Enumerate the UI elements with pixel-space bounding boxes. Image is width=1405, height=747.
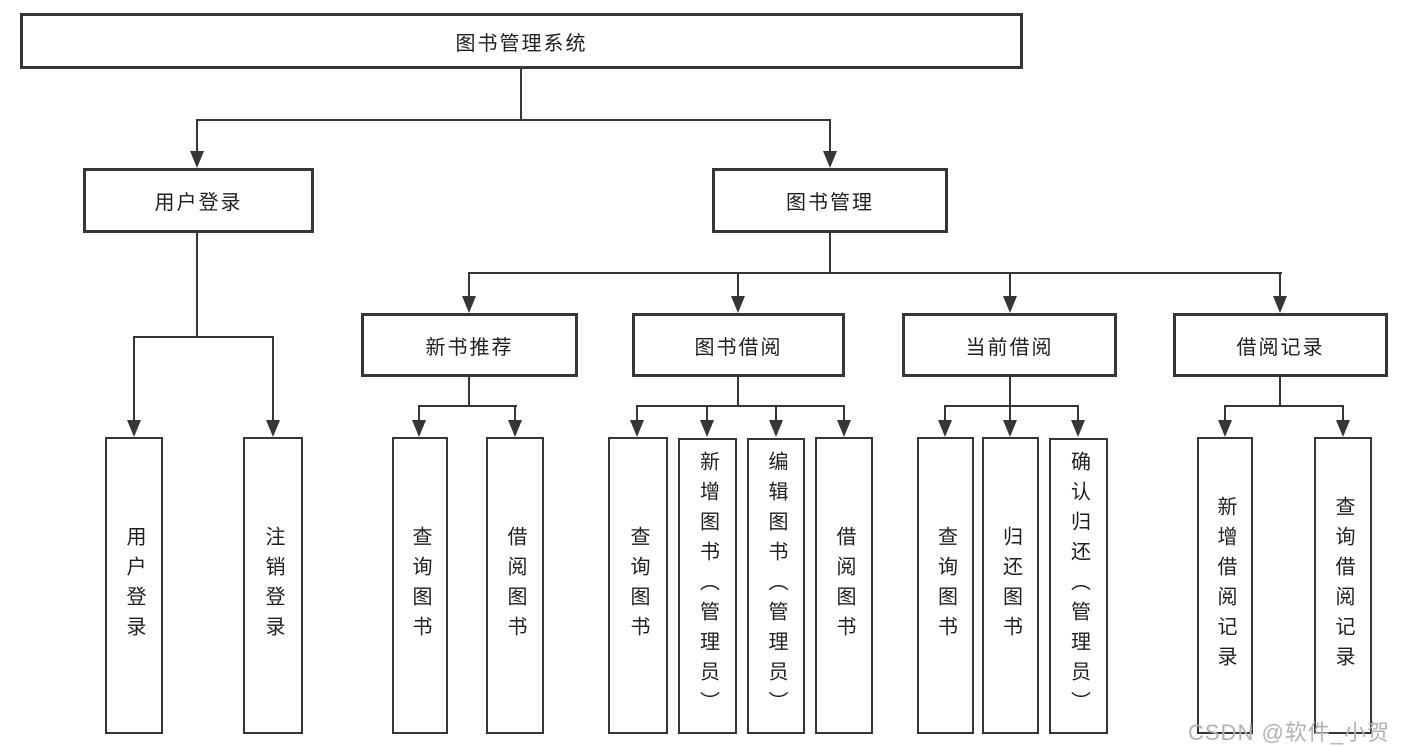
connector-group-stem (468, 377, 470, 407)
connector-user-login-stem (196, 233, 198, 337)
connector-line (1224, 405, 1226, 422)
connector-line (1077, 405, 1079, 422)
connector-line (1009, 405, 1011, 422)
node-book-management: 图书管理 (712, 168, 948, 233)
arrow-down-icon (266, 420, 280, 437)
node-current-borrow: 当前借阅 (902, 313, 1117, 377)
connector-line (706, 405, 708, 422)
connector-group-stem (1009, 377, 1011, 407)
arrow-down-icon (769, 420, 783, 437)
connector-line (1279, 272, 1281, 298)
connector-line (829, 119, 831, 153)
csdn-watermark: CSDN @软件_小贺同学 (1188, 720, 1391, 745)
leaf-add-borrow-record: 新增借阅记录 (1197, 437, 1253, 734)
arrow-down-icon (462, 296, 476, 313)
connector-line (418, 405, 420, 422)
connector-line (514, 405, 516, 422)
arrow-down-icon (700, 420, 714, 437)
node-book-borrow: 图书借阅 (632, 313, 845, 377)
connector-line (1342, 405, 1344, 422)
node-borrow-record: 借阅记录 (1173, 313, 1388, 377)
connector-line (843, 405, 845, 422)
arrow-down-icon (127, 420, 141, 437)
connector-line (944, 405, 946, 422)
arrow-down-icon (190, 151, 204, 168)
arrow-down-icon (630, 420, 644, 437)
leaf-user-login: 用户登录 (105, 437, 163, 734)
leaf-add-book-admin: 新增图书（管理员） (678, 438, 737, 734)
leaf-return-book: 归还图书 (982, 437, 1039, 734)
connector-group-stem (737, 377, 739, 407)
arrow-down-icon (731, 296, 745, 313)
leaf-query-book: 查询图书 (392, 437, 448, 734)
connector-level3-branch (469, 272, 1282, 274)
arrow-down-icon (837, 420, 851, 437)
leaf-confirm-return-admin: 确认归还（管理员） (1049, 438, 1108, 734)
node-root: 图书管理系统 (20, 13, 1023, 69)
node-new-book-recommend: 新书推荐 (361, 313, 578, 377)
connector-line (737, 272, 739, 298)
arrow-down-icon (1218, 420, 1232, 437)
leaf-edit-book-admin: 编辑图书（管理员） (747, 438, 805, 734)
leaf-query-borrow-record: 查询借阅记录 (1314, 437, 1372, 734)
arrow-down-icon (412, 420, 426, 437)
arrow-down-icon (1003, 420, 1017, 437)
connector-line (468, 272, 470, 298)
connector-root-stem (520, 69, 522, 121)
leaf-query-book: 查询图书 (917, 437, 974, 734)
connector-book-mgmt-stem (829, 233, 831, 274)
arrow-down-icon (1336, 420, 1350, 437)
arrow-down-icon (1071, 420, 1085, 437)
connector-level2-branch (197, 119, 831, 121)
connector-group-branch (419, 405, 517, 407)
connector-line (272, 336, 274, 422)
connector-line (133, 336, 135, 422)
connector-group-branch (637, 405, 845, 407)
connector-group-stem (1279, 377, 1281, 407)
arrow-down-icon (823, 151, 837, 168)
leaf-query-book: 查询图书 (608, 437, 668, 734)
connector-group-branch (1224, 405, 1344, 407)
arrow-down-icon (1273, 296, 1287, 313)
arrow-down-icon (1003, 296, 1017, 313)
connector-user-login-branch (133, 336, 274, 338)
connector-line (636, 405, 638, 422)
arrow-down-icon (508, 420, 522, 437)
connector-group-branch (944, 405, 1079, 407)
connector-line (1009, 272, 1011, 298)
leaf-logout: 注销登录 (243, 437, 303, 734)
leaf-borrow-book: 借阅图书 (815, 437, 873, 734)
connector-line (196, 119, 198, 153)
connector-line (775, 405, 777, 422)
leaf-borrow-book: 借阅图书 (486, 437, 544, 734)
node-user-login: 用户登录 (83, 168, 314, 233)
arrow-down-icon (938, 420, 952, 437)
